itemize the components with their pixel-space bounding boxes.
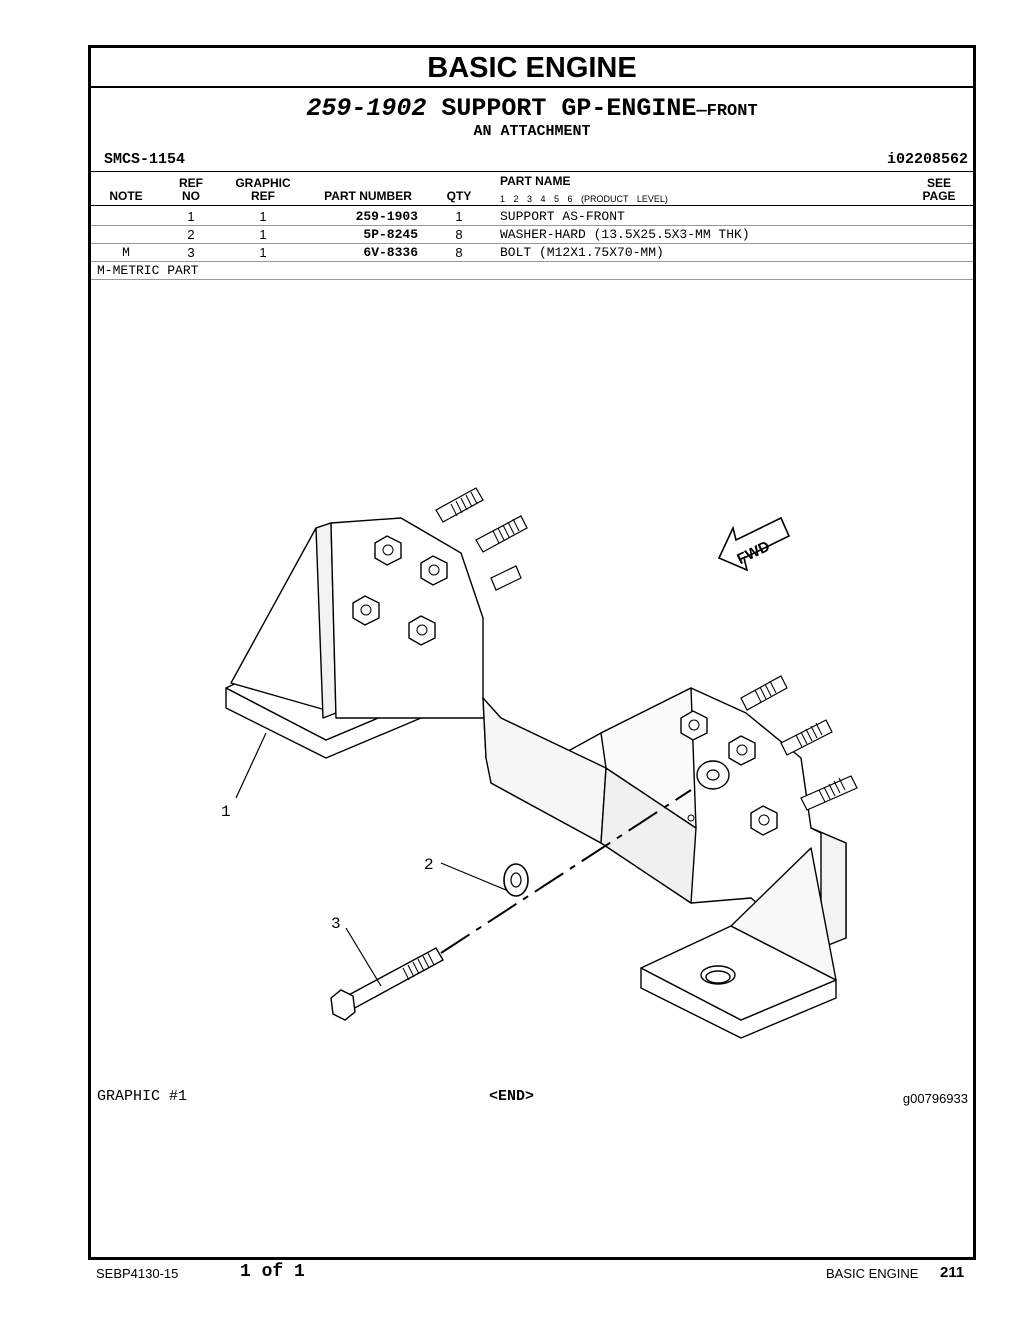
row-1-part-name: SUPPORT AS-FRONT [500, 209, 625, 224]
col-note: NOTE [109, 189, 143, 203]
col-see-page-1: SEE [926, 176, 951, 190]
callout-2: 2 [424, 856, 434, 874]
table-footnote: M-METRIC PART [97, 263, 199, 278]
row-1-part-number: 259-1903 [355, 209, 418, 224]
end-marker: <END> [489, 1088, 535, 1105]
row-rule [91, 261, 973, 262]
group-suffix: —FRONT [696, 102, 758, 121]
callout-3: 3 [331, 915, 341, 933]
product-level-scale: 1 2 3 4 5 6 (PRODUCT LEVEL) [500, 194, 668, 204]
row-3-part-name: BOLT (M12X1.75X70-MM) [500, 245, 664, 260]
graphic-id: g00796933 [902, 1091, 968, 1106]
row-3-graphic-ref: 1 [259, 245, 267, 260]
doc-number: SEBP4130-15 [96, 1266, 179, 1281]
fwd-arrow-icon: FWD [717, 516, 791, 572]
row-rule [91, 243, 973, 244]
col-see-page-2: PAGE [922, 189, 956, 203]
row-2-part-number: 5P-8245 [363, 227, 418, 242]
col-graphic-ref-2: REF [251, 189, 275, 203]
callout-1: 1 [221, 803, 231, 821]
group-heading: 259-1902 SUPPORT GP-ENGINE—FRONT [91, 94, 973, 123]
page-number: 211 [940, 1264, 965, 1281]
row-2-qty: 8 [455, 227, 463, 242]
illustration-id: i02208562 [886, 151, 968, 168]
table-top-rule [91, 171, 973, 172]
section-name: BASIC ENGINE [826, 1266, 919, 1281]
page-of: 1 of 1 [240, 1262, 305, 1282]
smcs-code: SMCS-1154 [104, 151, 186, 168]
graphic-caption: GRAPHIC #1 [97, 1088, 188, 1105]
exploded-view-drawing: 1 2 3 FWD [221, 487, 858, 1039]
page-frame: BASIC ENGINE 259-1902 SUPPORT GP-ENGINE—… [88, 45, 976, 1260]
page-title: BASIC ENGINE [91, 48, 973, 88]
attachment-label: AN ATTACHMENT [473, 123, 591, 140]
col-graphic-ref-1: GRAPHIC [235, 176, 291, 190]
col-ref-no-2: NO [182, 189, 200, 203]
col-qty: QTY [446, 189, 472, 203]
row-3-part-number: 6V-8336 [363, 245, 418, 260]
row-3-note: M [122, 245, 130, 260]
col-part-name: PART NAME [500, 174, 571, 188]
row-1-graphic-ref: 1 [259, 209, 267, 224]
row-rule [91, 225, 973, 226]
group-number: 259-1902 [306, 94, 427, 123]
row-2-ref-no: 2 [187, 227, 195, 242]
footnote-rule [91, 279, 973, 280]
row-1-qty: 1 [455, 209, 463, 224]
row-2-graphic-ref: 1 [259, 227, 267, 242]
col-ref-no-1: REF [179, 176, 203, 190]
row-2-part-name: WASHER-HARD (13.5X25.5X3-MM THK) [500, 227, 750, 242]
group-name: SUPPORT GP-ENGINE [441, 94, 697, 123]
row-1-ref-no: 1 [187, 209, 195, 224]
row-3-qty: 8 [455, 245, 463, 260]
row-3-ref-no: 3 [187, 245, 195, 260]
col-part-number: PART NUMBER [324, 189, 412, 203]
header-rule [91, 205, 973, 206]
